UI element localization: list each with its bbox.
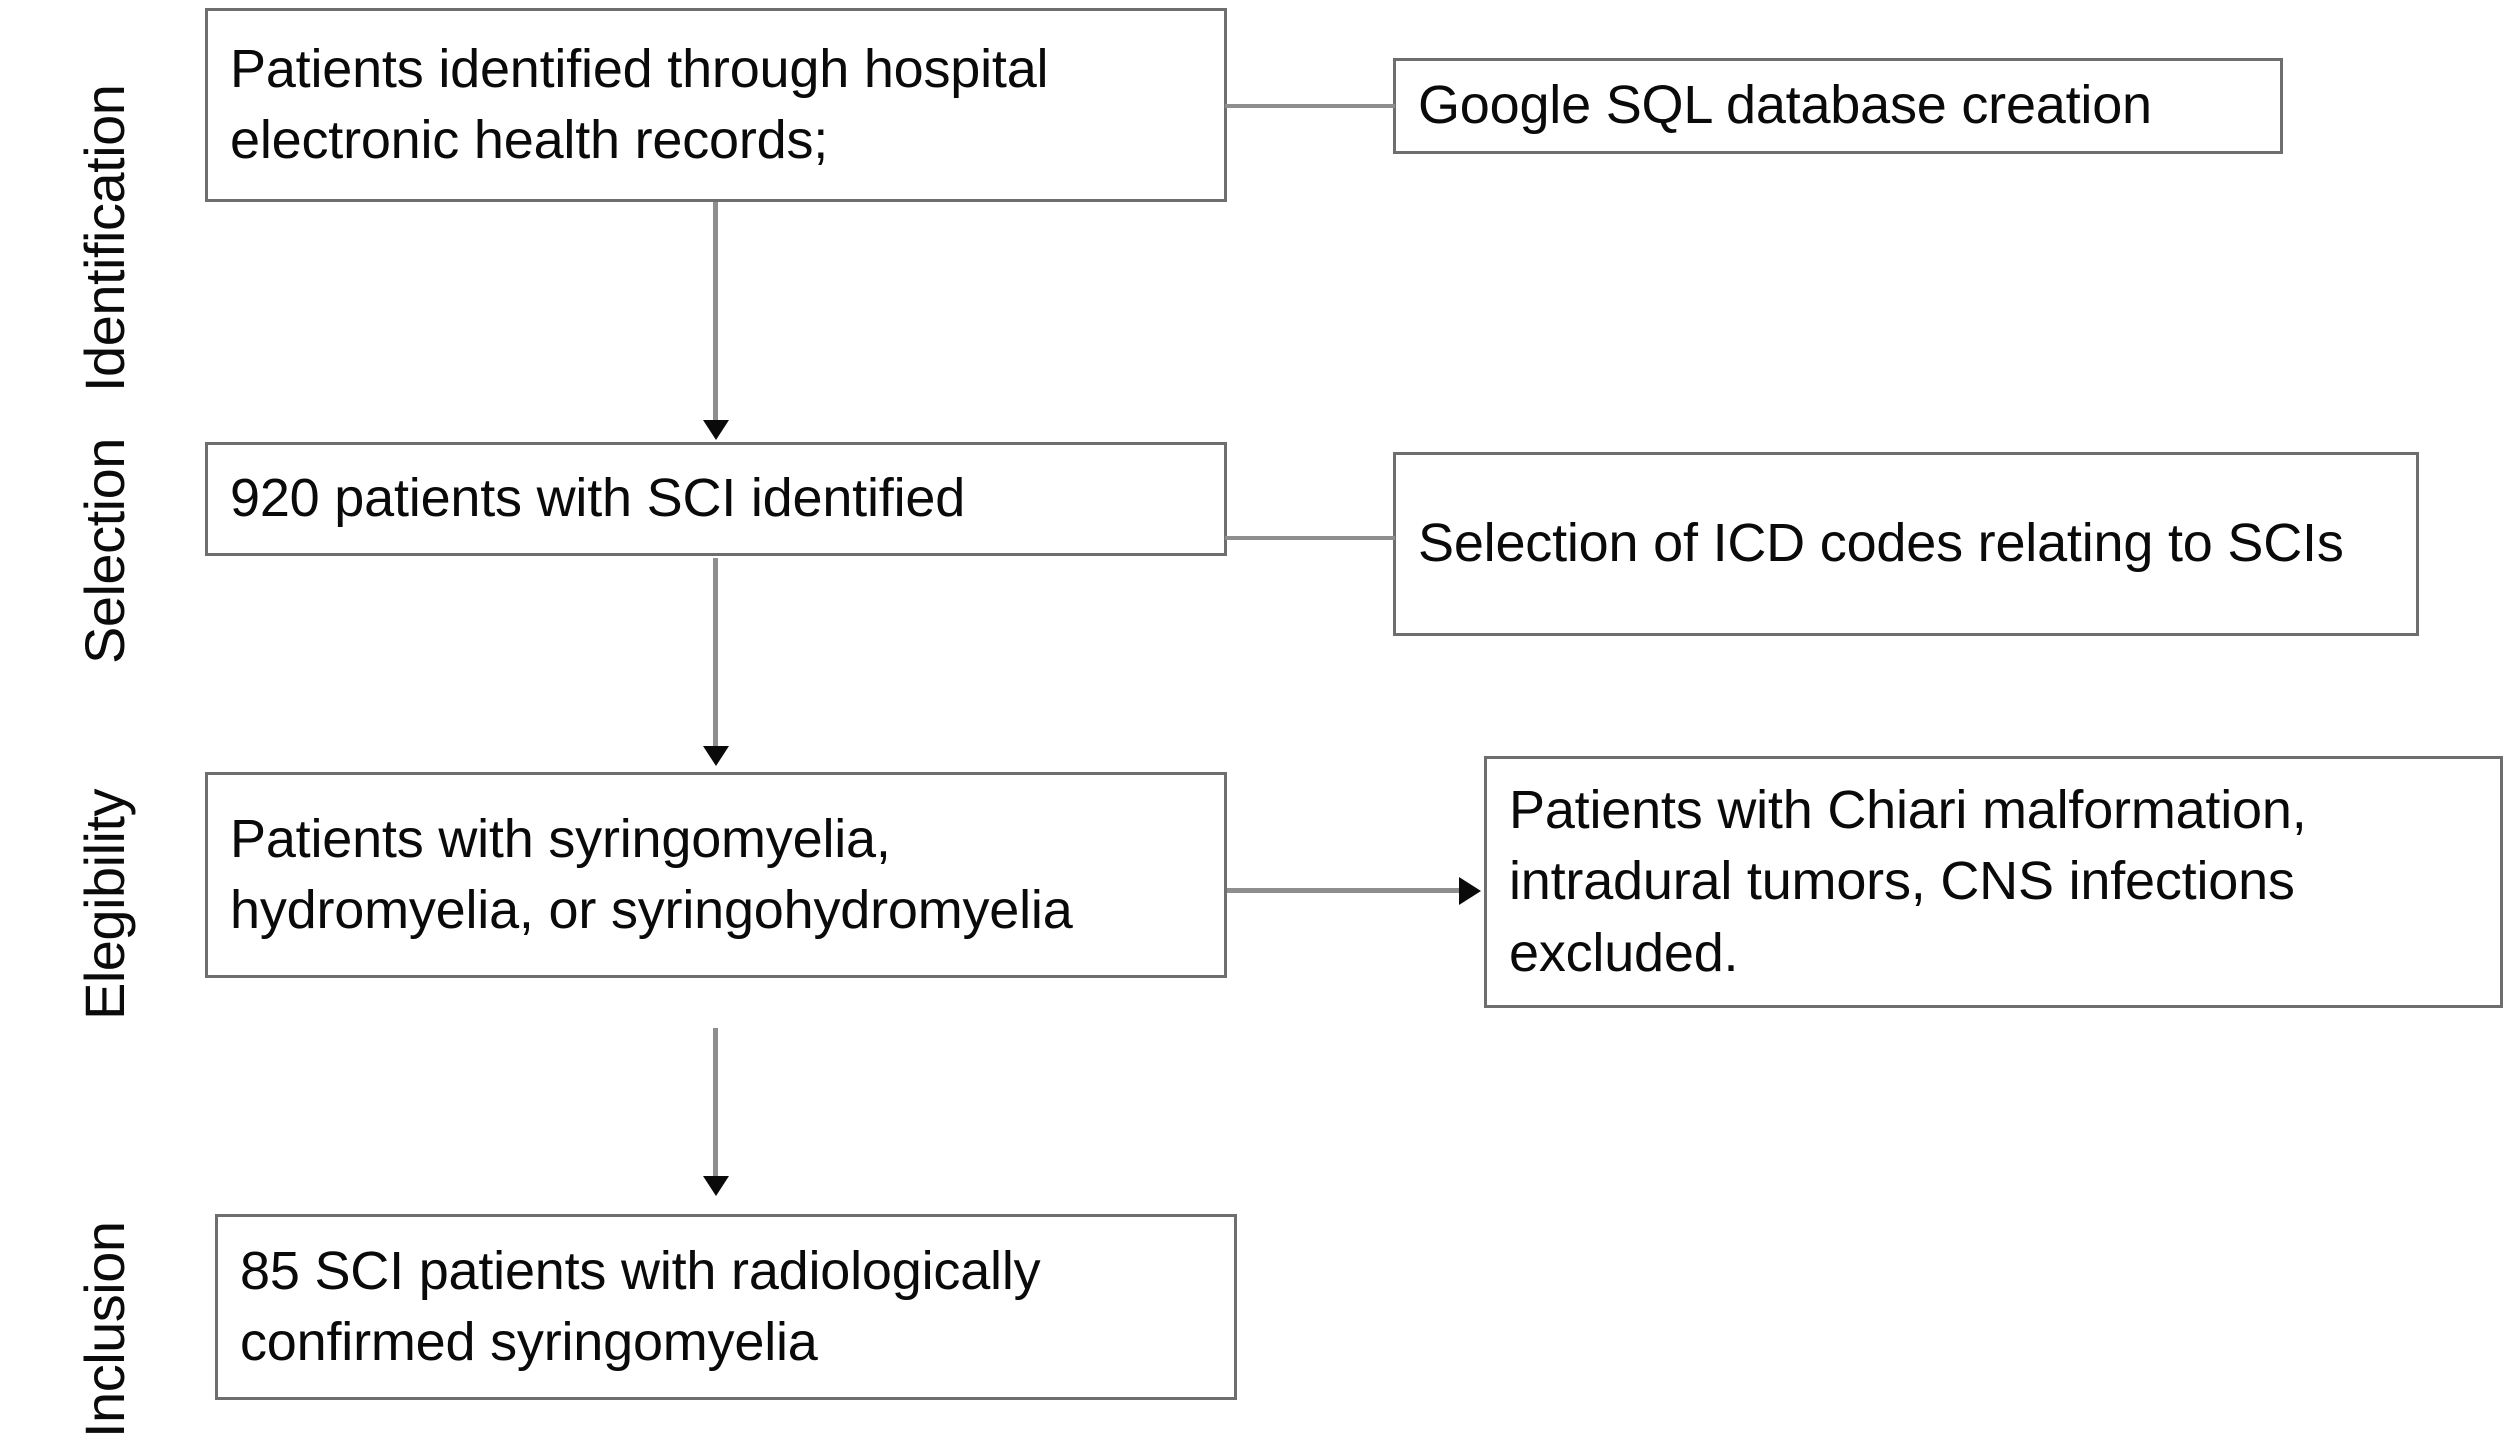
node-google-sql: Google SQL database creation bbox=[1393, 58, 2283, 154]
connector-syringomyelia-to-85 bbox=[713, 1028, 718, 1180]
node-85-included-text: 85 SCI patients with radiologically conf… bbox=[240, 1240, 1041, 1372]
connector-920-to-syringomyelia bbox=[713, 558, 718, 750]
stage-label-selection: Selection bbox=[73, 438, 136, 664]
node-identified-text: Patients identified through hospital ele… bbox=[230, 38, 1049, 170]
arrowhead-syringomyelia-to-85 bbox=[703, 1176, 729, 1196]
node-excluded-text: Patients with Chiari malformation, intra… bbox=[1509, 780, 2307, 983]
arrowhead-syringomyelia-to-excluded bbox=[1459, 877, 1481, 905]
connector-syringomyelia-to-excluded bbox=[1227, 888, 1463, 893]
node-85-included: 85 SCI patients with radiologically conf… bbox=[215, 1214, 1237, 1400]
stage-label-eligibility: Elegibility bbox=[73, 788, 136, 1020]
connector-identified-to-920 bbox=[713, 202, 718, 424]
connector-identified-to-google-sql bbox=[1225, 104, 1395, 108]
node-920-sci: 920 patients with SCI identified bbox=[205, 442, 1227, 556]
arrowhead-identified-to-920 bbox=[703, 420, 729, 440]
node-syringomyelia-text: Patients with syringomyelia, hydromyelia… bbox=[230, 808, 1073, 940]
stage-label-identification: Identification bbox=[73, 84, 136, 392]
connector-920-to-icd-codes bbox=[1225, 536, 1395, 540]
node-excluded: Patients with Chiari malformation, intra… bbox=[1484, 756, 2503, 1008]
node-920-sci-text: 920 patients with SCI identified bbox=[230, 468, 966, 529]
arrowhead-920-to-syringomyelia bbox=[703, 746, 729, 766]
node-icd-codes: Selection of ICD codes relating to SCIs bbox=[1393, 452, 2419, 636]
node-icd-codes-text: Selection of ICD codes relating to SCIs bbox=[1418, 513, 2344, 574]
node-google-sql-text: Google SQL database creation bbox=[1418, 75, 2152, 136]
stage-label-inclusion: Inclusion bbox=[73, 1221, 136, 1438]
node-identified: Patients identified through hospital ele… bbox=[205, 8, 1227, 202]
node-syringomyelia: Patients with syringomyelia, hydromyelia… bbox=[205, 772, 1227, 978]
